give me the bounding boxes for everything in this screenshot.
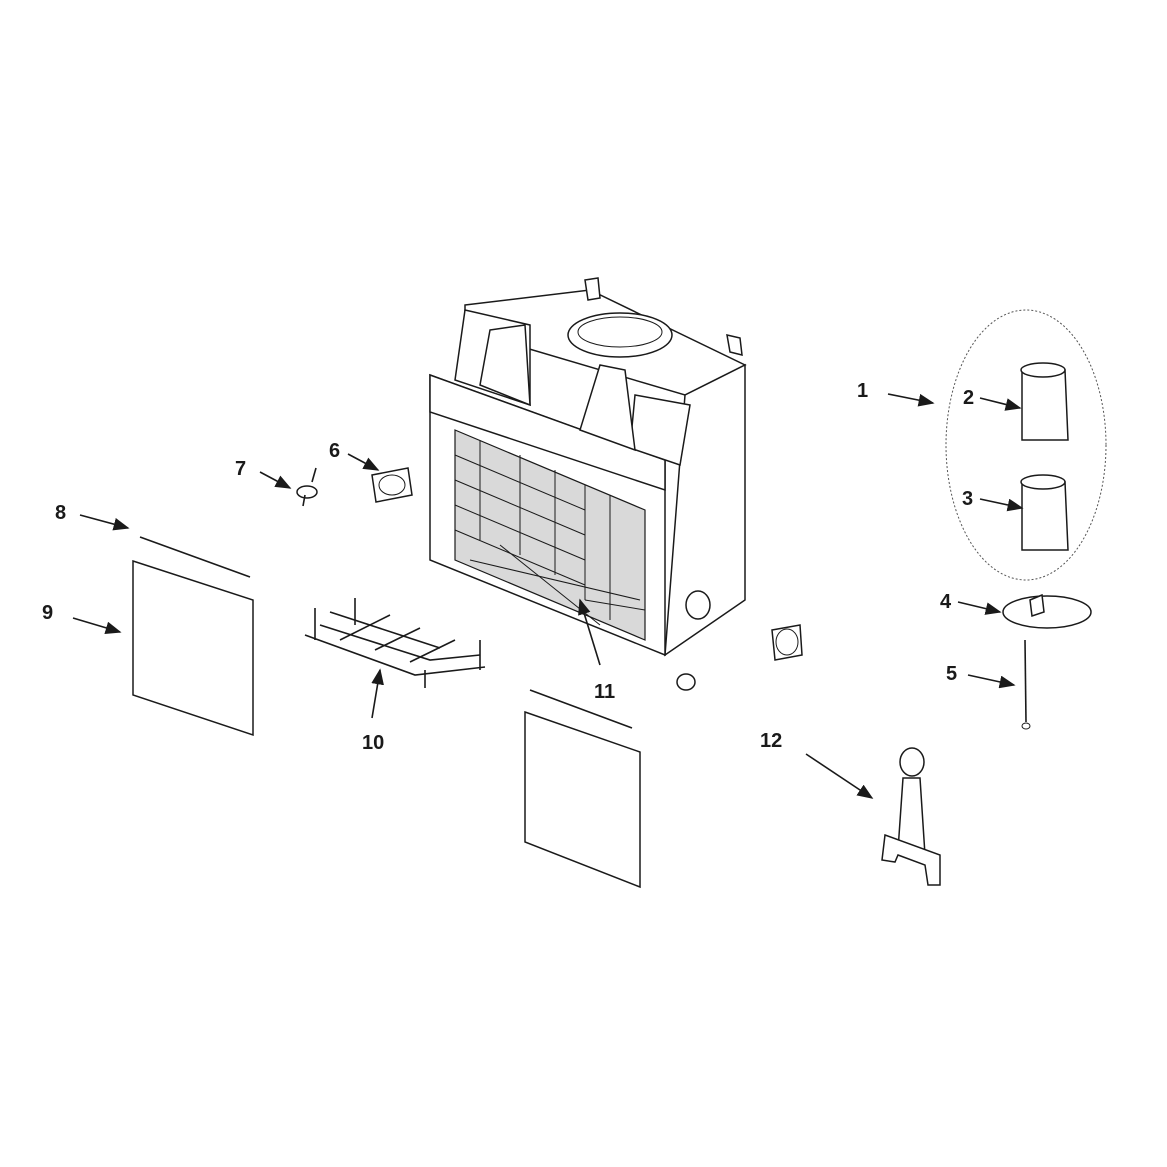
callout-8: 8 [55,502,66,524]
callout-5: 5 [946,663,957,685]
tool-stand-shape [881,747,941,886]
callout-11: 11 [594,681,615,703]
callout-7: 7 [235,458,246,480]
damper-plate-shape [1002,593,1092,629]
handle-shape [296,467,696,691]
flue-adapter-group [945,309,1107,581]
callout-1: 1 [857,380,868,402]
screen-rod-left [139,536,251,578]
grate-shape [304,598,486,688]
collar-shape [371,467,803,661]
callout-4: 4 [940,591,952,613]
damper-rod-shape [1021,639,1031,730]
screen-panel-right-shape [524,710,641,889]
callout-12: 12 [760,730,782,752]
leader-arrows [72,393,1024,799]
screen-panel-left-shape [132,559,254,737]
callout-6: 6 [329,440,340,462]
callout-9: 9 [42,602,53,624]
callout-10: 10 [362,732,384,754]
fireplace-body [429,277,747,657]
screen-rod-right [529,689,633,729]
callout-2: 2 [963,387,974,409]
callout-3: 3 [962,488,973,510]
